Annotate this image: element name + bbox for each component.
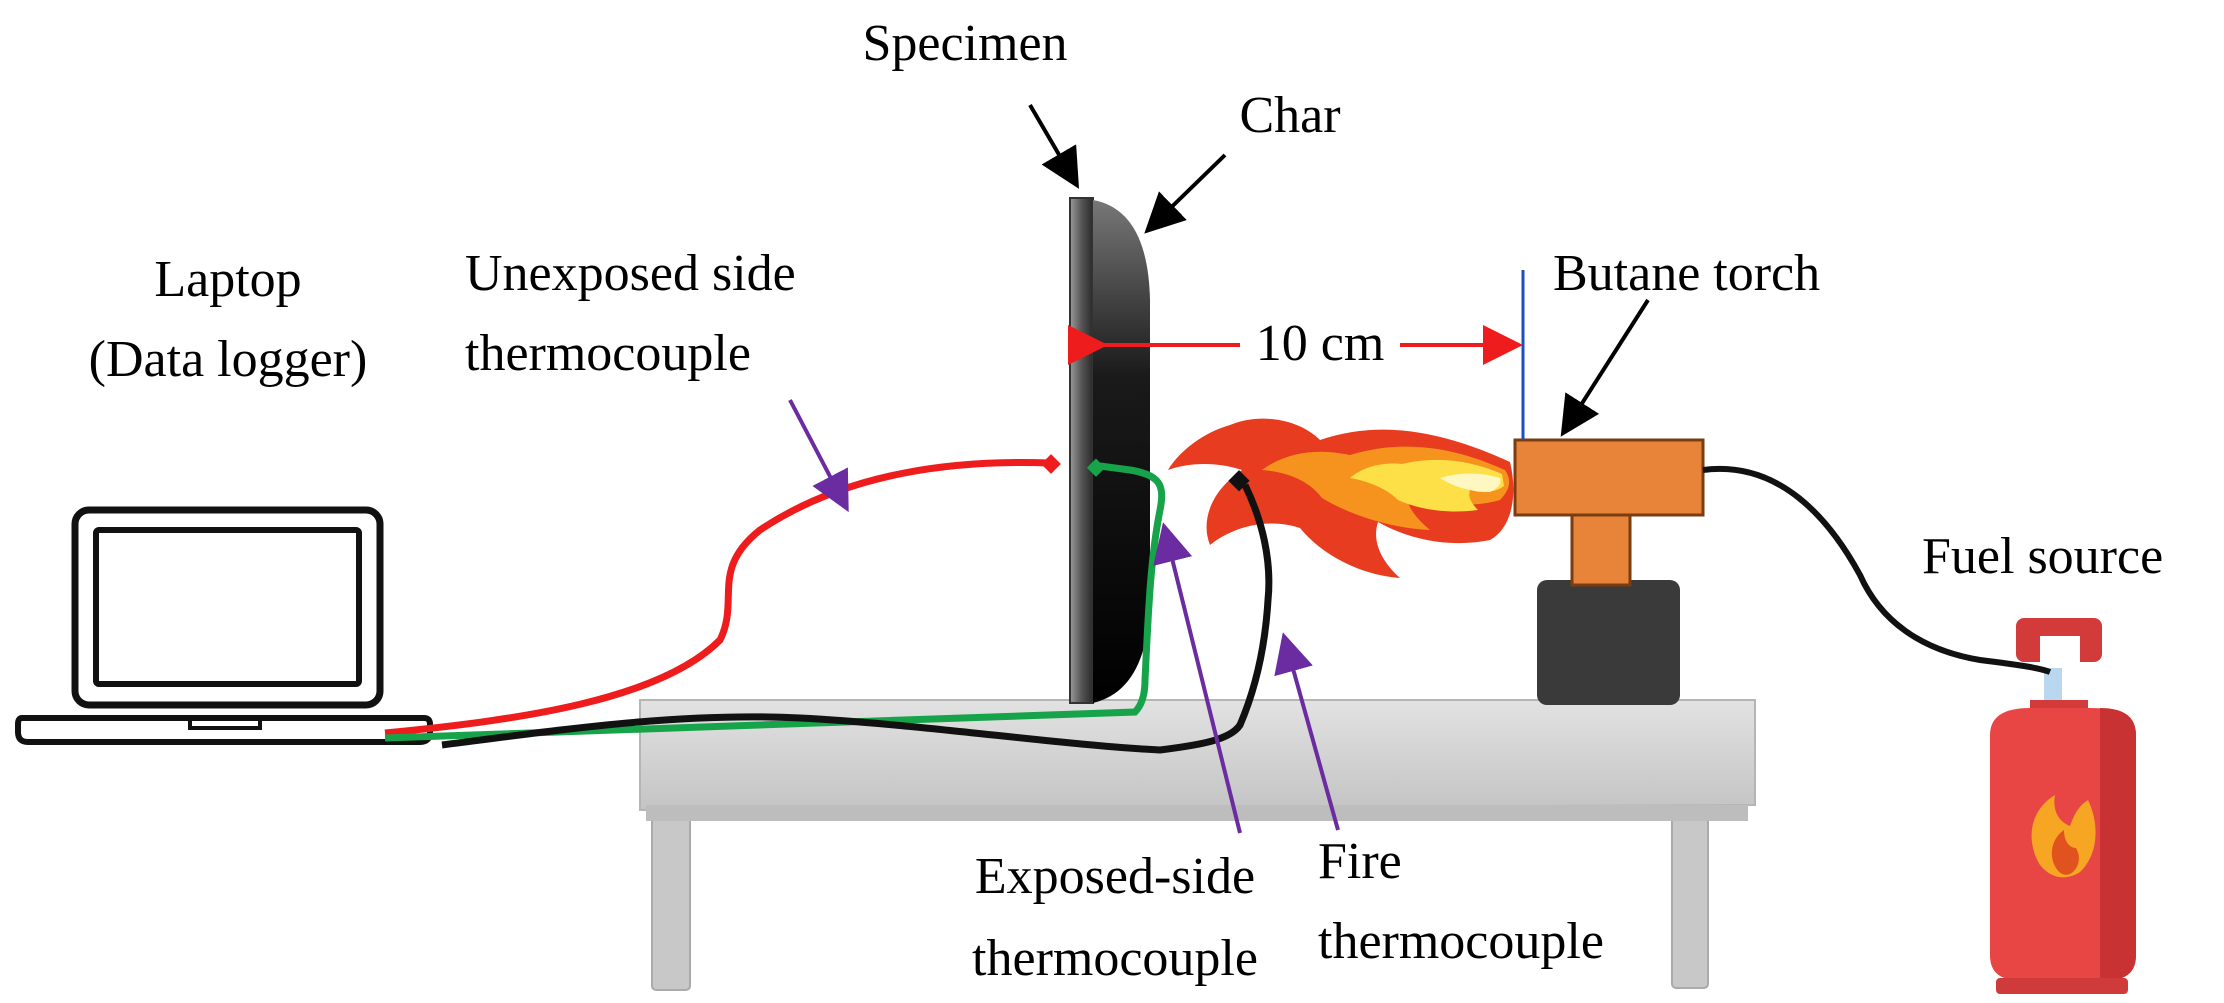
fire-pointer-arrow [1274,632,1340,831]
char-label: Char [1239,87,1340,144]
torch-pointer-arrow [1560,298,1650,437]
exposed-thermocouple-tip [1086,458,1106,477]
fire-thermocouple-wire [441,483,1273,754]
flame-icon [1168,418,1514,578]
exposed-thermocouple-label: Exposed-side [975,848,1255,905]
fire-thermocouple-label: Fire [1318,833,1402,890]
char-layer [1093,200,1150,703]
laptop-sublabel: (Data logger) [89,331,368,388]
unexposed-thermocouple-wire [384,459,1051,737]
fire-thermocouple-sublabel: thermocouple [1318,913,1604,970]
distance-label: 10 cm [1256,315,1385,372]
unexposed-thermocouple-label: Unexposed side [465,245,796,302]
char-pointer-arrow [1144,153,1227,234]
laptop-label: Laptop [154,251,301,308]
fuel-hose [1702,465,2052,675]
butane-torch-label: Butane torch [1553,245,1820,302]
laptop-icon [15,506,433,745]
exposed-pointer-arrow [1153,522,1242,834]
unexposed-pointer-arrow [788,399,849,513]
specimen-label: Specimen [862,15,1067,72]
exposed-thermocouple-wire [384,462,1166,742]
specimen [1069,197,1094,704]
gas-cylinder-icon [1990,618,2136,994]
unexposed-thermocouple-sublabel: thermocouple [465,325,751,382]
specimen-pointer-arrow [1028,103,1080,189]
fuel-source-label: Fuel source [1922,528,2163,585]
exposed-thermocouple-sublabel: thermocouple [972,930,1258,987]
unexposed-thermocouple-tip [1041,454,1061,474]
butane-torch-icon [1513,270,1705,705]
